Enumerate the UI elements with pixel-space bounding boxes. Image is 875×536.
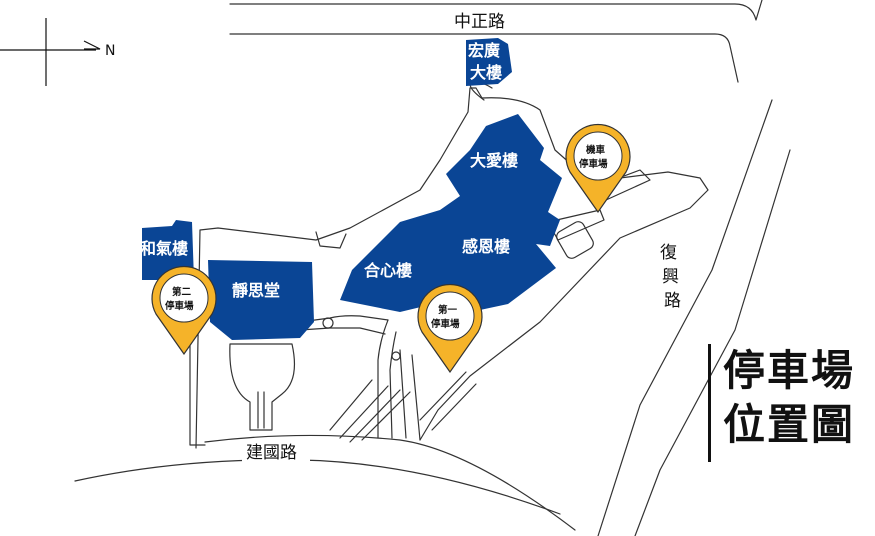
building-main-complex [340, 114, 562, 312]
road-label-bg [450, 10, 518, 32]
building-honggong [466, 38, 512, 86]
pin-label-motorcycle-1: 機車 [586, 144, 606, 156]
north-arrow-icon [83, 40, 101, 50]
label-daai: 大愛樓 [470, 151, 518, 170]
road-label-south: 建國路 [246, 443, 297, 463]
buildings [142, 38, 562, 340]
label-heqi: 和氣樓 [140, 239, 188, 258]
label-jingsi: 靜思堂 [232, 281, 280, 300]
label-honggong-2: 大樓 [470, 63, 502, 82]
compass [0, 18, 101, 86]
road-label-east-1: 復 [660, 243, 677, 263]
north-label: N [105, 43, 115, 59]
road-label-bg [655, 236, 681, 314]
road-label-bg [242, 440, 310, 462]
parking-pin-first[interactable]: 第一 停車場 [417, 283, 483, 374]
parking-pin-second[interactable]: 第二 停車場 [151, 265, 217, 356]
building-jingsi [208, 260, 314, 340]
road-network [74, 0, 791, 536]
pin-label-second-1: 第二 [172, 286, 192, 298]
map-title-line-1: 停車場 [723, 346, 856, 395]
road-label-north: 中正路 [454, 12, 505, 32]
pin-label-second-2: 停車場 [165, 300, 194, 312]
pin-label-motorcycle-2: 停車場 [579, 158, 608, 170]
road-label-east-3: 路 [664, 291, 681, 311]
pin-label-first-1: 第一 [438, 304, 458, 316]
building-heqi [142, 220, 194, 280]
label-ganen: 感恩樓 [462, 237, 510, 256]
map-title-line-2: 位置圖 [723, 400, 856, 449]
map-title: 停車場 位置圖 [708, 344, 868, 462]
label-hexin: 合心樓 [364, 261, 412, 280]
pin-label-first-2: 停車場 [431, 318, 460, 330]
label-honggong-1: 宏廣 [468, 41, 500, 60]
parking-pin-motorcycle[interactable]: 機車 停車場 [565, 123, 631, 214]
road-label-east-2: 興 [662, 267, 679, 287]
